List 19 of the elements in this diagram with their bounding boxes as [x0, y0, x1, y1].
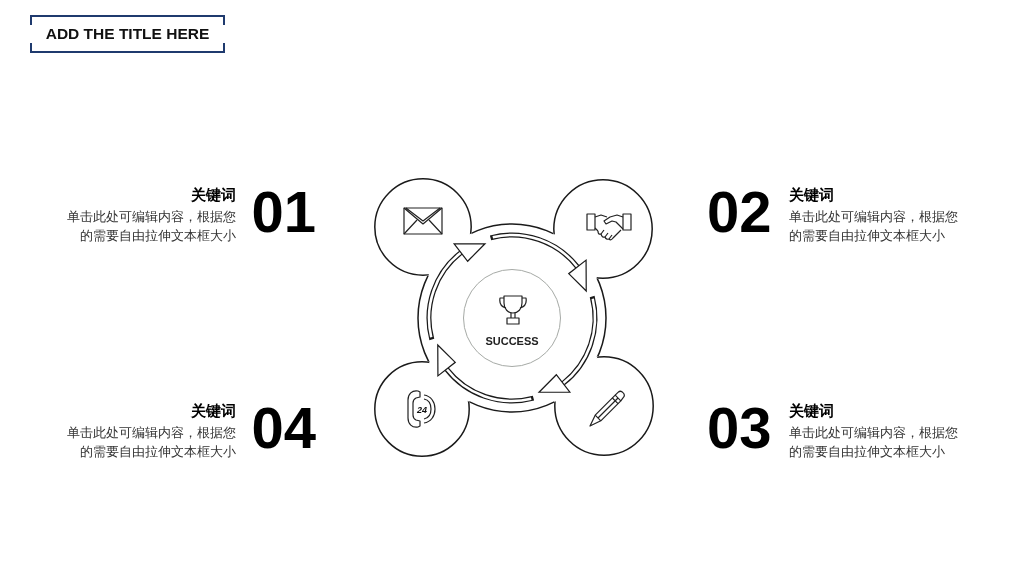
- step-number: 01: [251, 182, 316, 242]
- description-text: 单击此处可编辑内容，根据您的需要自由拉伸文本框大小: [66, 208, 236, 245]
- icon-circle: [553, 179, 653, 279]
- keyword-heading: 关键词: [789, 401, 834, 421]
- icon-circle: [374, 178, 472, 276]
- center-label: SUCCESS: [485, 334, 539, 348]
- step-number: 04: [251, 398, 316, 458]
- description-text: 单击此处可编辑内容，根据您的需要自由拉伸文本框大小: [66, 424, 236, 461]
- step-number: 02: [707, 182, 772, 242]
- icon-circle: [554, 356, 654, 456]
- description-text: 单击此处可编辑内容，根据您的需要自由拉伸文本框大小: [789, 208, 959, 245]
- description-text: 单击此处可编辑内容，根据您的需要自由拉伸文本框大小: [789, 424, 959, 461]
- keyword-heading: 关键词: [191, 401, 236, 421]
- step-number: 03: [707, 398, 772, 458]
- hours-label: 24: [417, 405, 427, 415]
- icon-circle: [374, 361, 470, 457]
- keyword-heading: 关键词: [191, 185, 236, 205]
- title-banner: ADD THE TITLE HERE: [30, 15, 225, 53]
- keyword-heading: 关键词: [789, 185, 834, 205]
